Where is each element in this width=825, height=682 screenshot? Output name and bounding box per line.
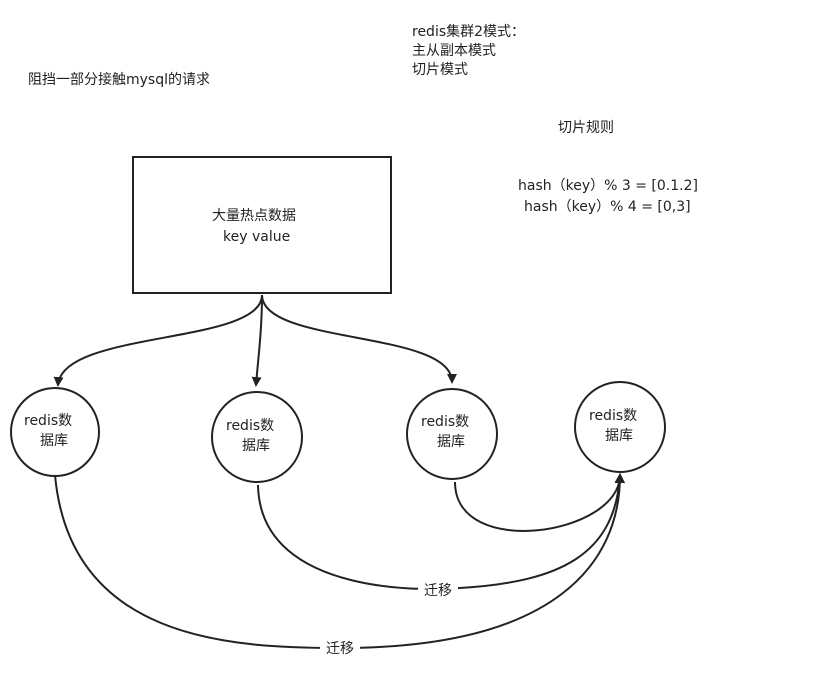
redis-node-3-label-line2: 据库: [437, 434, 465, 450]
key-value-label: key value: [223, 229, 291, 245]
migration-label-2: 迁移: [326, 641, 354, 657]
hash-rule-2: hash（key）% 4 = [0,3]: [524, 199, 691, 215]
redis-node-4-label-line1: redis数: [589, 408, 638, 424]
cluster-mode-master-replica: 主从副本模式: [412, 43, 496, 59]
hash-rule-1: hash（key）% 3 = [0.1.2]: [518, 178, 698, 194]
redis-node-3-label-line1: redis数: [421, 414, 470, 430]
redis-node-4: [574, 381, 666, 473]
redis-node-3: [406, 388, 498, 480]
redis-node-1-label-line2: 据库: [40, 433, 68, 449]
hot-data-box: [132, 156, 392, 294]
redis-node-1-label-line1: redis数: [24, 413, 73, 429]
arrow-to-node-1: [53, 294, 263, 387]
cluster-title: redis集群2模式：: [412, 24, 526, 40]
arrow-to-node-3: [261, 294, 457, 384]
migration-label-bg-1: [418, 580, 458, 602]
redis-node-4-label-line2: 据库: [605, 428, 633, 444]
arrow-to-node-2: [251, 294, 263, 387]
block-note: 阻挡一部分接触mysql的请求: [28, 72, 210, 88]
redis-node-1: [10, 387, 100, 477]
migration-label-bg-2: [320, 638, 360, 660]
redis-node-2-label-line2: 据库: [242, 438, 270, 454]
migration-label-1: 迁移: [424, 583, 452, 599]
cluster-mode-sharding: 切片模式: [412, 62, 468, 78]
redis-node-2: [211, 391, 303, 483]
migration-curve-node2-to-node4: [257, 473, 625, 591]
hot-data-label: 大量热点数据: [212, 208, 296, 224]
shard-rules-title: 切片规则: [558, 120, 614, 136]
redis-node-2-label-line1: redis数: [226, 418, 275, 434]
migration-curve-node3-to-node4: [454, 473, 625, 532]
migration-curve-node1-to-node4: [54, 473, 625, 650]
